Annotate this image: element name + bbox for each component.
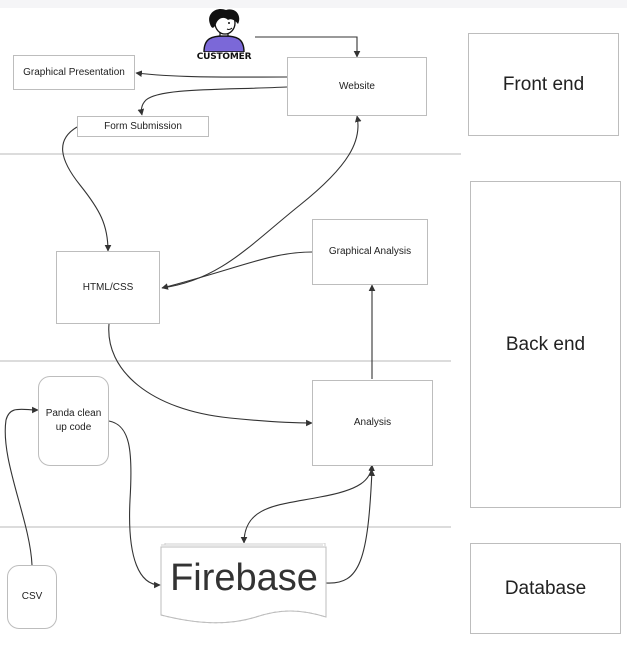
html-css-node[interactable]: HTML/CSS: [56, 251, 160, 324]
arrow-html-analysis: [108, 323, 313, 427]
graphical-analysis-label: Graphical Analysis: [328, 246, 412, 257]
csv-node[interactable]: CSV: [7, 565, 57, 629]
analysis-node[interactable]: Analysis: [312, 380, 433, 466]
graphical-analysis-node[interactable]: Graphical Analysis: [312, 219, 428, 285]
arrow-website-graphical-presentation: [135, 70, 288, 78]
arrow-panda-firebase: [108, 420, 161, 589]
lane-database: Database: [470, 543, 621, 634]
graphical-presentation-label: Graphical Presentation: [23, 66, 125, 78]
firebase-document-shape: [160, 542, 327, 624]
arrow-firebase-analysis-right: [325, 469, 376, 584]
panda-cleanup-node[interactable]: Panda clean up code: [38, 376, 109, 466]
firebase-label: Firebase: [170, 557, 318, 599]
arrow-graphical-analysis-html: [161, 251, 313, 290]
analysis-label: Analysis: [353, 417, 392, 428]
lane-back-end-label: Back end: [505, 333, 586, 355]
graphical-presentation-node[interactable]: Graphical Presentation: [13, 55, 135, 90]
firebase-node[interactable]: Firebase: [160, 542, 328, 629]
lane-front-end: Front end: [468, 33, 619, 136]
arrow-customer-website: [255, 36, 361, 58]
form-submission-label: Form Submission: [104, 120, 182, 132]
customer-avatar-icon: [203, 8, 245, 52]
website-label: Website: [339, 80, 375, 92]
top-strip: [0, 0, 627, 8]
form-submission-node[interactable]: Form Submission: [77, 116, 209, 137]
arrow-website-form-submission: [137, 86, 288, 116]
lane-front-end-label: Front end: [502, 73, 585, 95]
arrow-html-website: [161, 115, 362, 289]
lane-database-label: Database: [504, 577, 587, 599]
csv-label: CSV: [21, 591, 43, 602]
arrow-csv-panda: [4, 406, 39, 566]
html-css-label: HTML/CSS: [82, 281, 134, 293]
arrow-form-html: [62, 126, 112, 252]
website-node[interactable]: Website: [287, 57, 427, 116]
arrow-firebase-analysis: [240, 464, 375, 544]
customer-label: CUSTOMER: [196, 52, 252, 62]
panda-cleanup-label: Panda clean up code: [45, 408, 102, 433]
lane-back-end: Back end: [470, 181, 621, 508]
